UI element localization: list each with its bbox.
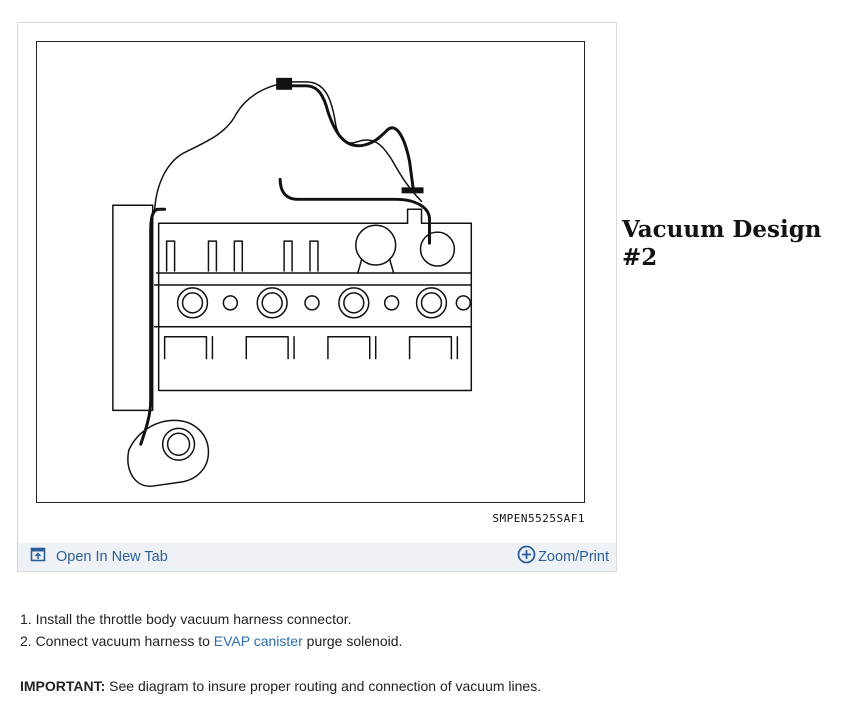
- plenum-outline: [153, 81, 423, 211]
- zoom-print-button[interactable]: Zoom/Print: [517, 543, 609, 571]
- zoom-plus-icon: [517, 545, 536, 569]
- front-cover: [112, 204, 154, 412]
- instruction-steps: 1. Install the throttle body vacuum harn…: [20, 608, 402, 652]
- spark-well-2: [256, 287, 288, 319]
- vacuum-diagram[interactable]: [36, 41, 585, 503]
- open-new-tab-label: Open In New Tab: [56, 549, 168, 565]
- step-2: 2. Connect vacuum harness to EVAP canist…: [20, 633, 403, 649]
- zoom-print-label: Zoom/Print: [538, 549, 609, 565]
- evap-canister-link[interactable]: EVAP canister: [213, 633, 303, 649]
- right-port: [419, 231, 456, 267]
- lower-bracket: [127, 419, 210, 487]
- important-text: See diagram to insure proper routing and…: [105, 678, 542, 694]
- valve-cover: [157, 208, 473, 392]
- important-label: IMPORTANT:: [20, 678, 106, 694]
- spark-well-1: [176, 287, 209, 319]
- figure-card: SMPEN5525SAF1 Open In New Tab Zoom/Print: [17, 22, 617, 572]
- step-1: 1. Install the throttle body vacuum harn…: [20, 611, 352, 627]
- upper-fins: [155, 240, 473, 274]
- open-new-tab-icon: [30, 547, 46, 568]
- side-title: Vacuum Design #2: [622, 216, 822, 271]
- lower-fins: [163, 335, 459, 360]
- important-note: IMPORTANT: See diagram to insure proper …: [20, 676, 541, 696]
- open-new-tab-button[interactable]: Open In New Tab: [30, 543, 168, 571]
- spark-well-4: [415, 287, 448, 319]
- vacuum-hose-main: [284, 84, 416, 193]
- diagram-code: SMPEN5525SAF1: [492, 512, 585, 525]
- throttle-boss: [355, 224, 397, 266]
- figure-toolbar: Open In New Tab Zoom/Print: [18, 543, 616, 571]
- engine-line-drawing: [112, 77, 473, 487]
- vacuum-hose-side: [139, 207, 167, 446]
- spark-well-3: [338, 287, 370, 319]
- vacuum-hose-throttle: [278, 177, 431, 245]
